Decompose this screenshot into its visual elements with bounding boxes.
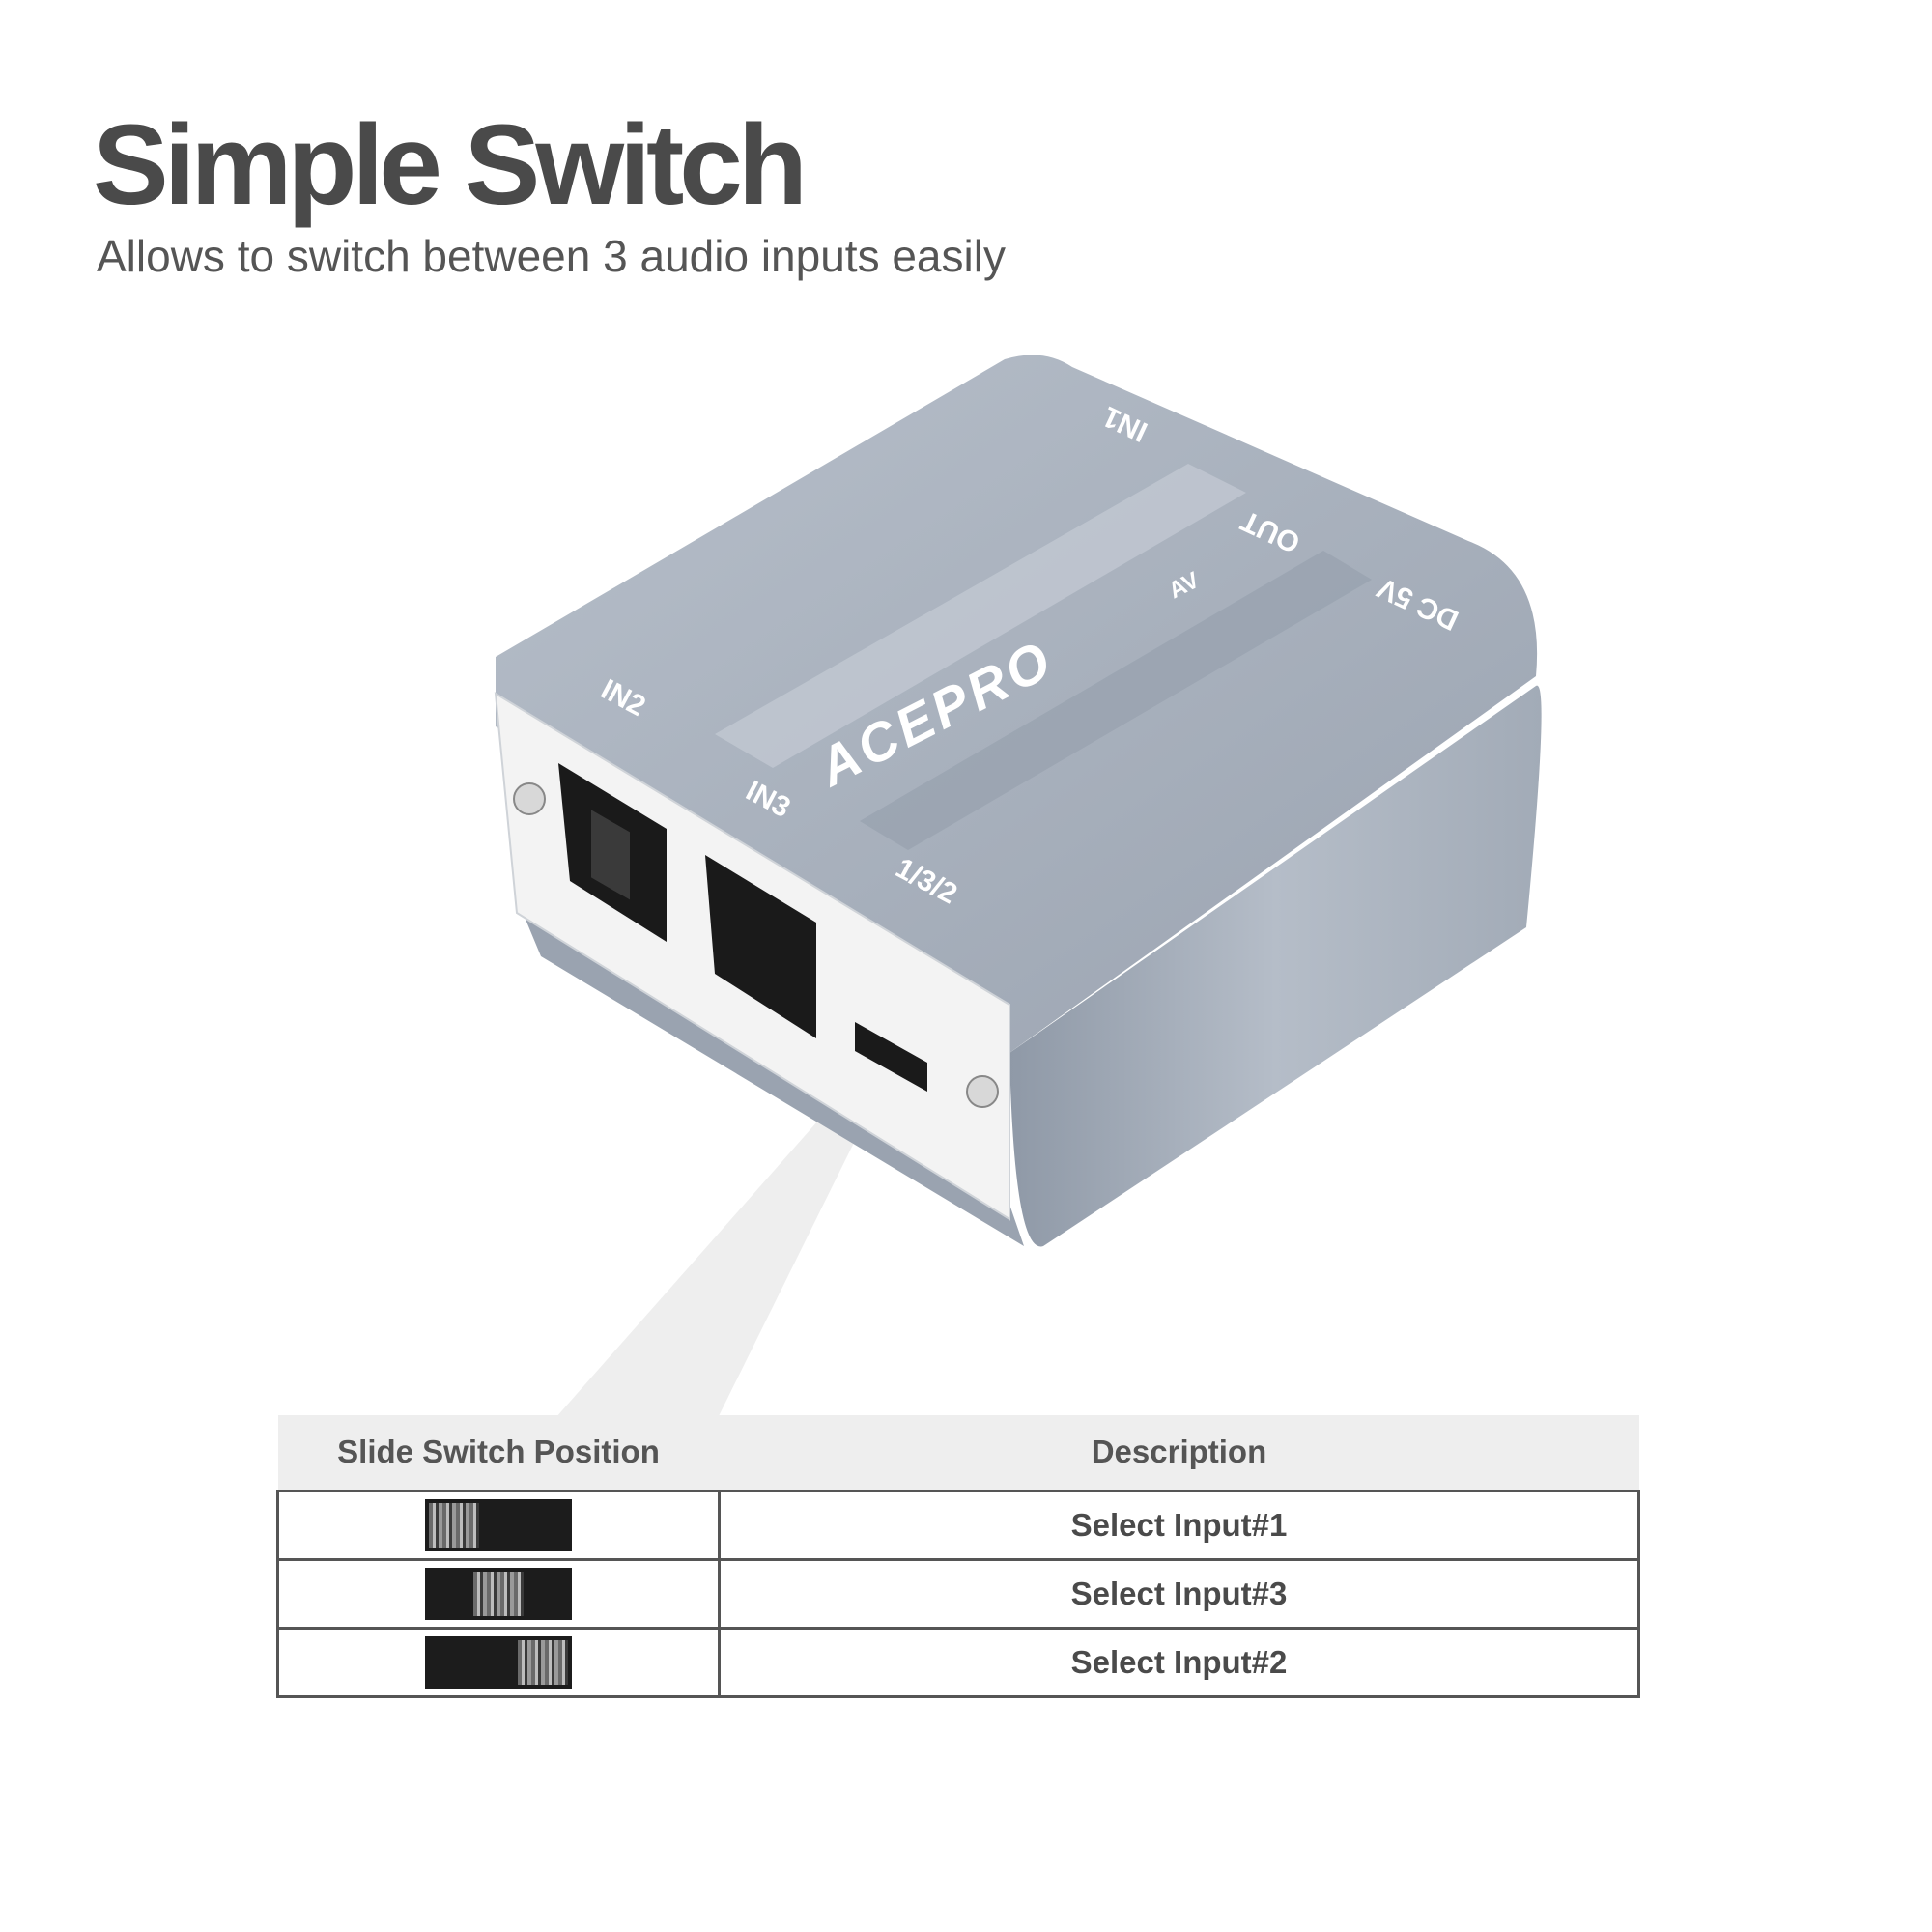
page-title: Simple Switch — [93, 101, 808, 229]
table-row: Select Input#2 — [276, 1626, 1640, 1698]
callout-wedge — [555, 1063, 894, 1418]
page-subtitle: Allows to switch between 3 audio inputs … — [97, 231, 1006, 281]
table-row: Select Input#3 — [276, 1557, 1640, 1630]
device-right-side — [1009, 685, 1542, 1247]
switch-position-table: Slide Switch Position Description Select… — [276, 1415, 1640, 1698]
screw-right-icon — [966, 1075, 999, 1108]
slide-switch-left-icon — [425, 1498, 572, 1551]
port-in3-icon — [705, 855, 816, 1038]
description-cell: Select Input#2 — [718, 1626, 1640, 1698]
table-header-row: Slide Switch Position Description — [277, 1415, 1639, 1491]
switch-position-cell — [276, 1557, 721, 1630]
screw-left-icon — [513, 782, 546, 815]
description-cell: Select Input#1 — [718, 1489, 1640, 1561]
slide-switch-middle-icon — [425, 1567, 572, 1620]
device-slide-switch — [855, 1022, 927, 1092]
slide-switch-right-icon — [425, 1635, 572, 1689]
description-cell: Select Input#3 — [718, 1557, 1640, 1630]
switch-position-cell — [276, 1626, 721, 1698]
switch-position-cell — [276, 1489, 721, 1561]
header-slide-switch-position: Slide Switch Position — [337, 1434, 660, 1470]
header-description: Description — [1091, 1434, 1267, 1470]
table-row: Select Input#1 — [276, 1489, 1640, 1561]
